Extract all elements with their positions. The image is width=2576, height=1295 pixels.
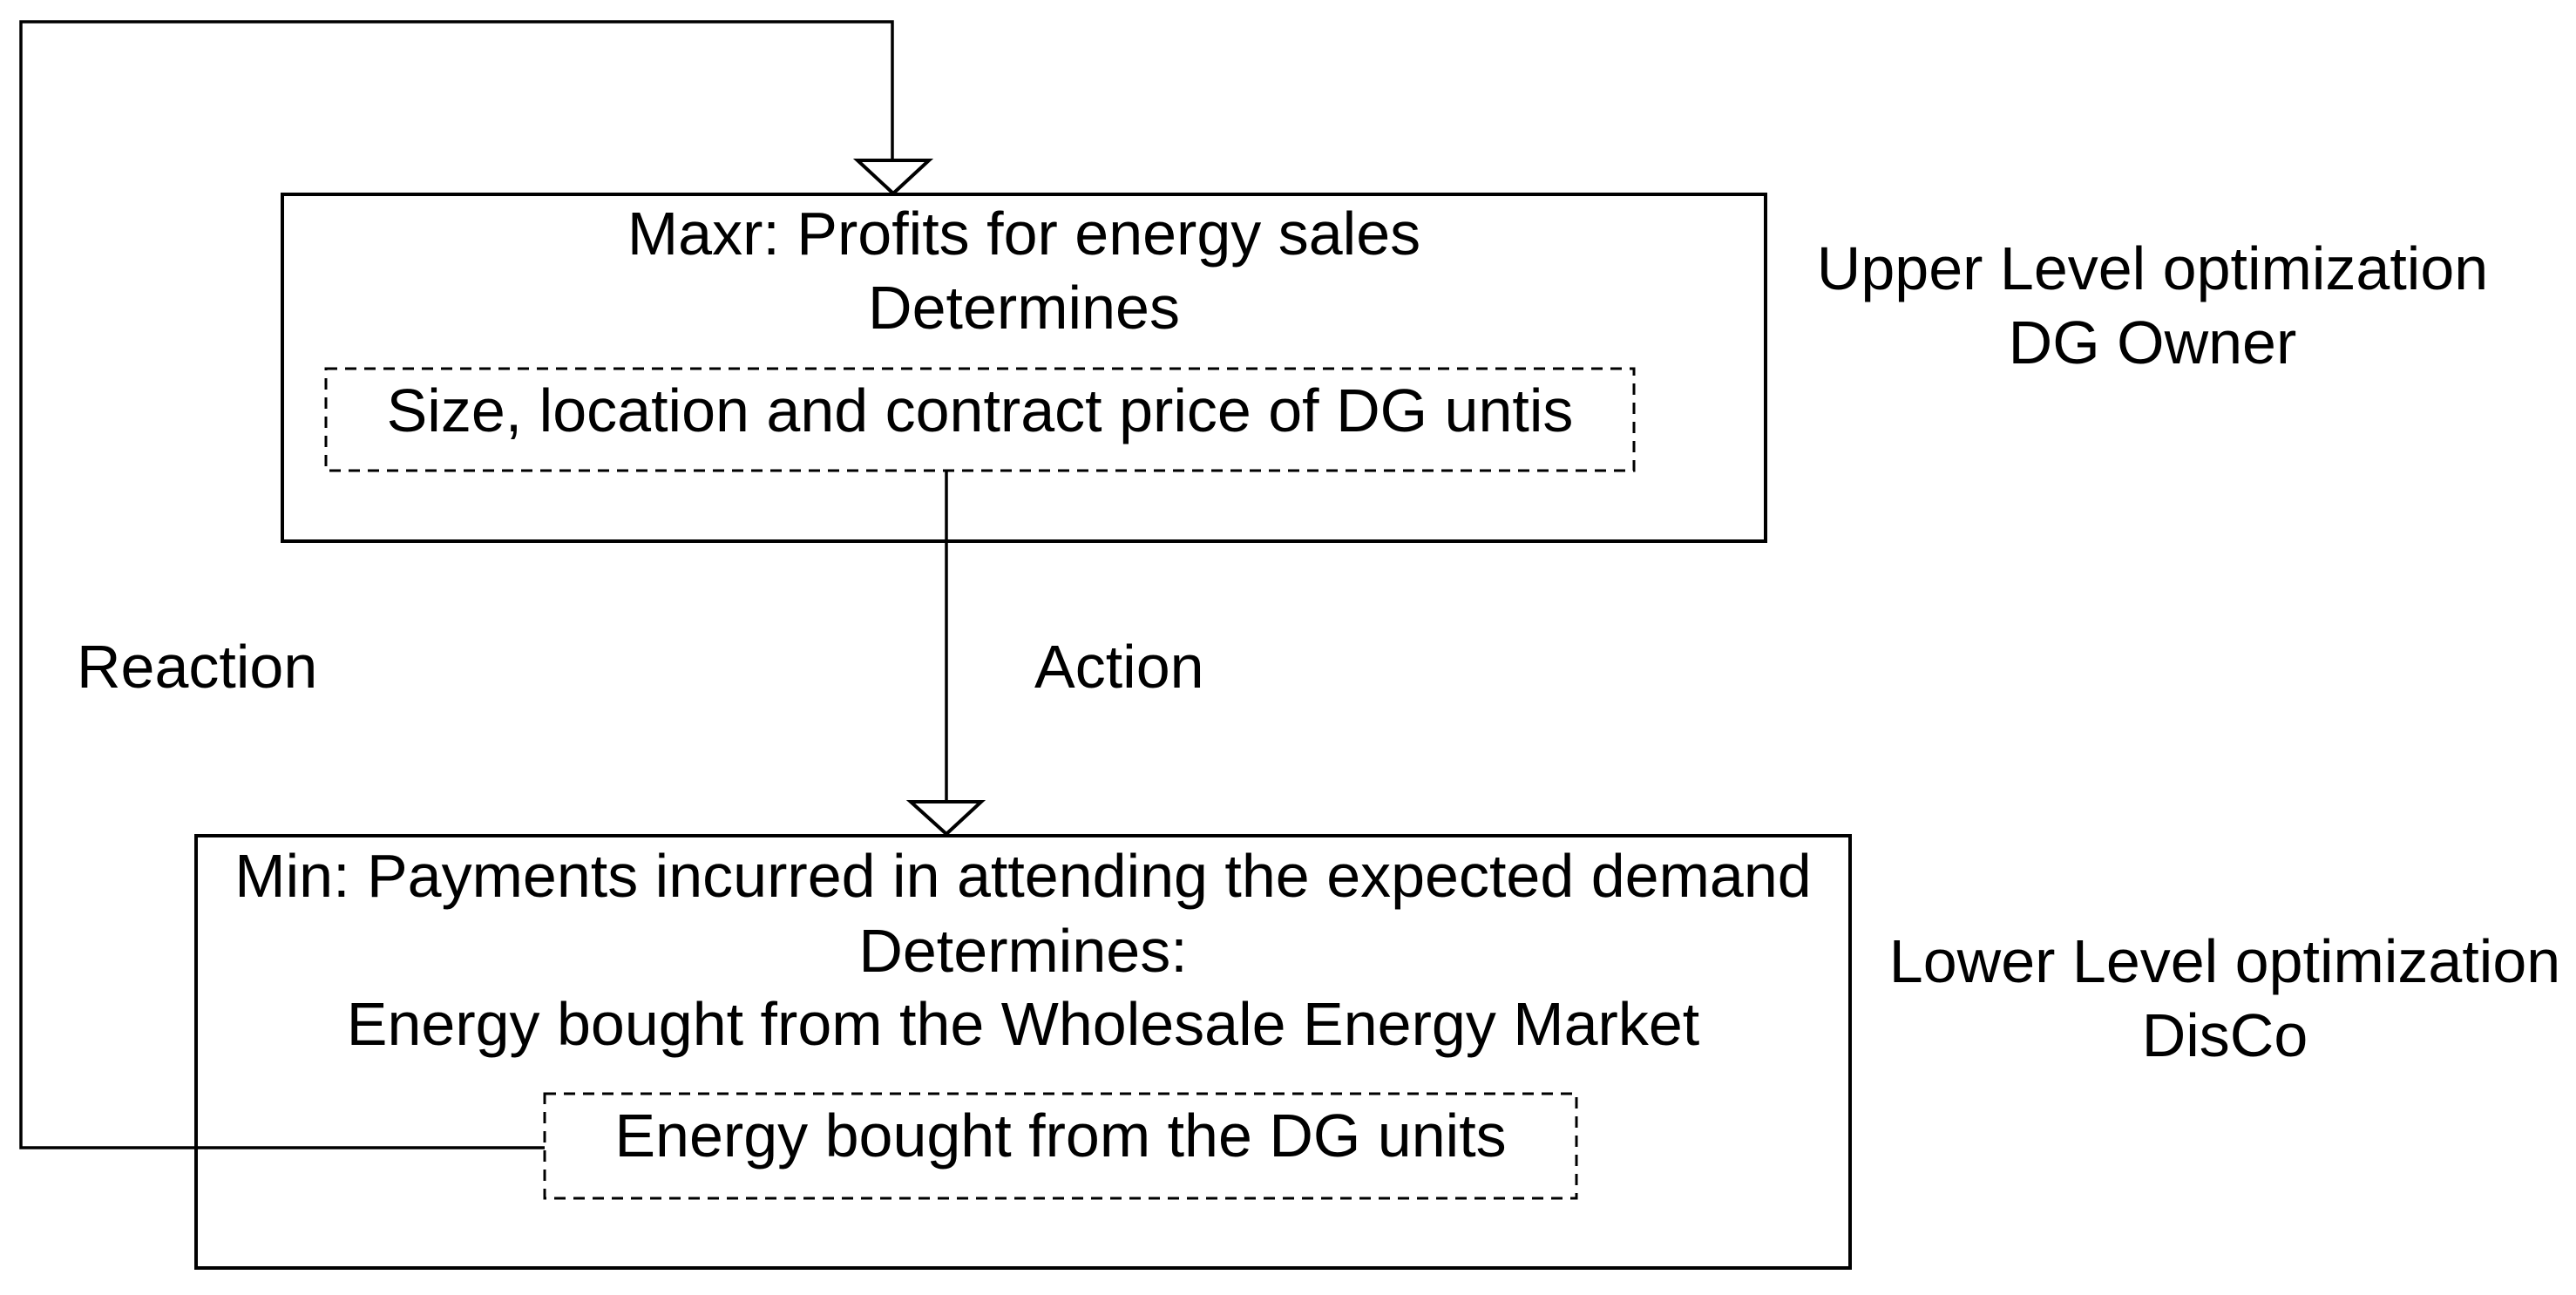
upper-dashed-box-border xyxy=(324,367,1636,472)
upper-box-objective-text: Maxr: Profits for energy sales xyxy=(627,200,1421,268)
reaction-feedback-line xyxy=(19,20,894,1149)
action-edge-label: Action xyxy=(1034,633,1204,701)
lower-box-wholesale-text: Energy bought from the Wholesale Energy … xyxy=(346,990,1700,1058)
arrowhead-into-lower-box-icon xyxy=(905,800,986,837)
lower-dashed-box-border xyxy=(543,1092,1578,1200)
lower-box-objective-text: Min: Payments incurred in attending the … xyxy=(234,842,1812,910)
reaction-edge-label: Reaction xyxy=(77,633,318,701)
lower-dashed-box-text: Energy bought from the DG units xyxy=(614,1102,1507,1170)
upper-dashed-box-text: Size, location and contract price of DG … xyxy=(386,376,1574,444)
lower-box-determines-text: Determines: xyxy=(858,917,1188,985)
lower-level-box-border xyxy=(194,834,1852,1270)
lower-level-label-line1: Lower Level optimization xyxy=(1888,927,2561,995)
upper-box-determines-text: Determines xyxy=(868,274,1180,342)
upper-level-box-border xyxy=(281,193,1767,543)
lower-level-label-line2: DisCo xyxy=(2141,1001,2308,1069)
upper-level-label-line1: Upper Level optimization xyxy=(1816,234,2489,302)
arrowhead-into-upper-box-icon xyxy=(852,159,934,196)
upper-level-label-line2: DG Owner xyxy=(2008,308,2297,376)
